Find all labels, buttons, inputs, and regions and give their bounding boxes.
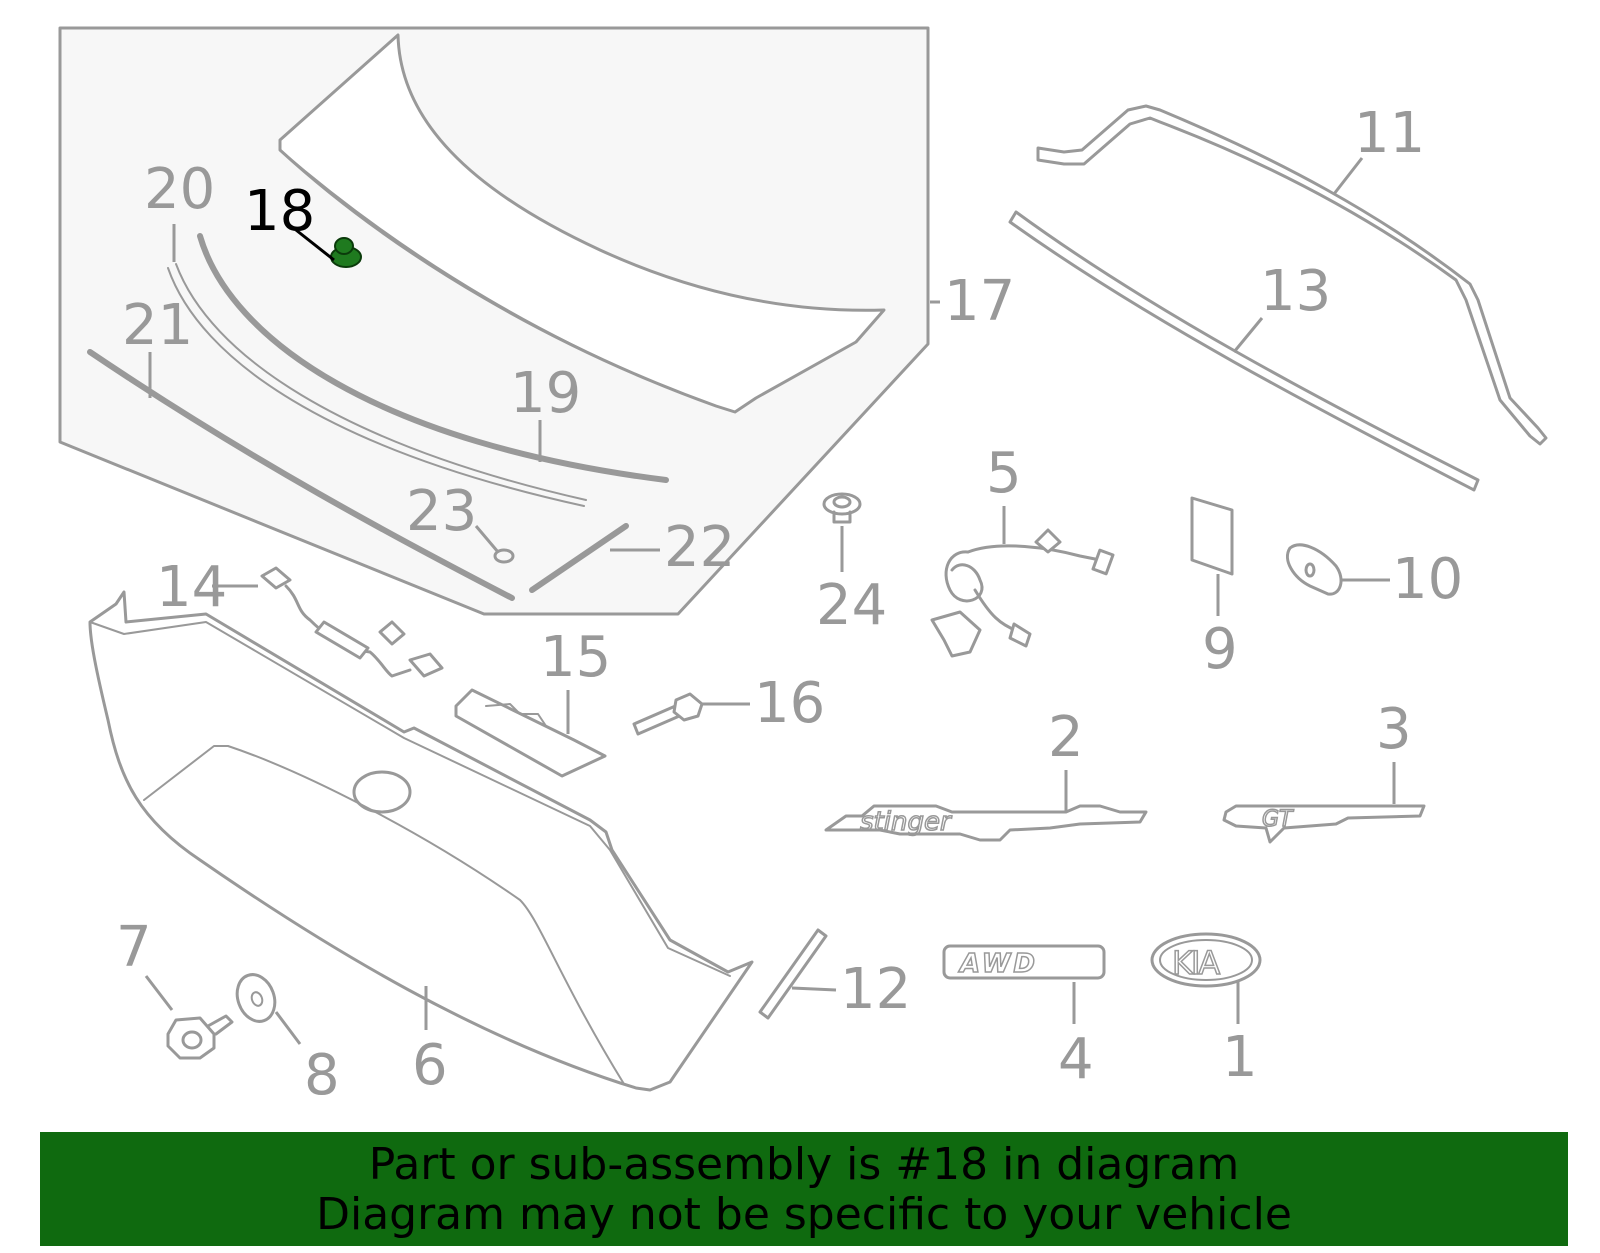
callout-24: 24 (816, 573, 887, 638)
badge-kia-1: KIA (1150, 932, 1262, 988)
callout-14: 14 (156, 555, 227, 620)
weatherstrip-parts (87, 233, 669, 601)
callout-15: 15 (540, 625, 611, 690)
callout-16: 16 (754, 671, 825, 736)
callout-23: 23 (406, 479, 477, 544)
callout-18: 18 (244, 179, 315, 244)
callout-19: 19 (510, 361, 581, 426)
molding-parts (1008, 104, 1548, 492)
emblem-stinger-2: stinger (824, 804, 1148, 842)
leader-lines (144, 157, 1396, 1045)
callout-3: 3 (1376, 697, 1412, 762)
banner-line-2: Diagram may not be specific to your vehi… (316, 1189, 1292, 1240)
callout-21: 21 (122, 293, 193, 358)
badge-awd-4: AWD (942, 944, 1106, 980)
bracket-15 (454, 688, 607, 778)
info-banner: Part or sub-assembly is #18 in diagram D… (40, 1132, 1568, 1246)
callout-1: 1 (1222, 1025, 1258, 1090)
callout-12: 12 (840, 957, 911, 1022)
callout-8: 8 (304, 1043, 340, 1108)
garnish-panel-6 (88, 590, 754, 1092)
callout-20: 20 (144, 157, 215, 222)
harness-5 (930, 528, 1115, 658)
callout-2: 2 (1048, 705, 1084, 770)
emblem-gt-3: GT (1222, 804, 1426, 844)
washer-8 (235, 973, 277, 1023)
callout-7: 7 (116, 915, 152, 980)
kia-text: KIA (1172, 944, 1220, 982)
callout-4: 4 (1058, 1027, 1094, 1092)
awd-text: AWD (958, 949, 1038, 979)
callout-11: 11 (1354, 101, 1425, 166)
callout-6: 6 (412, 1033, 448, 1098)
gt-script: GT (1262, 807, 1294, 832)
strip-12 (758, 928, 828, 1020)
harness-14 (260, 566, 444, 678)
callout-13: 13 (1260, 259, 1331, 324)
callout-9: 9 (1202, 617, 1238, 682)
callout-5: 5 (986, 441, 1022, 506)
grommet-10 (1286, 543, 1343, 596)
callout-22: 22 (664, 515, 735, 580)
bolt-16 (632, 692, 704, 736)
spoiler-shape (278, 33, 886, 414)
callout-17: 17 (944, 269, 1015, 334)
stinger-script: stinger (860, 807, 953, 837)
callout-labels: 18 20 21 19 23 22 17 11 13 5 24 9 10 14 … (116, 101, 1463, 1108)
callout-10: 10 (1392, 547, 1463, 612)
pad-9 (1190, 496, 1234, 576)
part-18-highlight (330, 237, 362, 268)
clip-24 (822, 492, 862, 524)
clip-7 (166, 1014, 234, 1060)
banner-line-1: Part or sub-assembly is #18 in diagram (368, 1139, 1240, 1190)
